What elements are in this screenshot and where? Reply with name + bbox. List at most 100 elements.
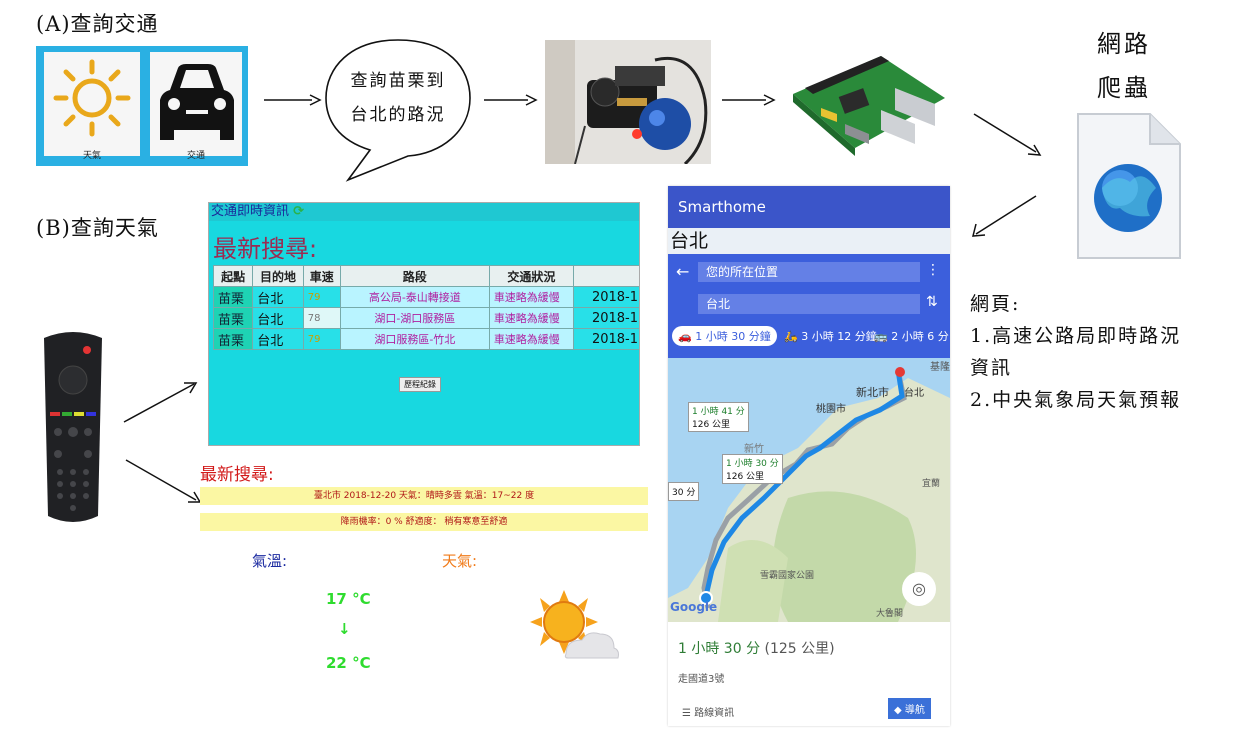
traffic-table: 起點 目的地 車速 路段 交通狀況 苗栗 台北 79 高公局-泰山轉接道 車速略… bbox=[212, 265, 639, 350]
arrow-right-3 bbox=[722, 94, 776, 106]
history-button[interactable]: 歷程紀錄 bbox=[399, 377, 441, 392]
traffic-header: 交通即時資訊 ⟳ bbox=[209, 203, 639, 221]
route-info-link[interactable]: ☰ 路線資訊 bbox=[682, 704, 734, 719]
panel-a-label: (A)查詢交通 bbox=[36, 12, 159, 36]
raspberry-pi-image bbox=[785, 48, 950, 158]
col-header: 車速 bbox=[302, 265, 341, 287]
swap-icon[interactable]: ⇅ bbox=[926, 294, 938, 310]
cell-status: 車速略為緩慢 bbox=[488, 328, 575, 350]
summary-distance: (125 公里) bbox=[764, 641, 835, 657]
cell-dest: 台北 bbox=[252, 307, 304, 329]
directions-header: ← 您的所在位置 ⋮ 台北 ⇅ 🚗 1 小時 30 分鐘 🛵 3 小時 12 分… bbox=[668, 254, 950, 358]
google-logo: Google bbox=[670, 600, 718, 614]
list-icon: ☰ bbox=[682, 708, 691, 719]
arrow-right-1 bbox=[264, 94, 322, 106]
route-summary: 1 小時 30 分 (125 公里) bbox=[678, 638, 835, 658]
crawler-label: 網路 爬蟲 bbox=[1078, 22, 1170, 110]
webpages-list: 網頁: 1.高速公路局即時路況 資訊 2.中央氣象局天氣預報 bbox=[970, 288, 1240, 416]
weather-caption: 天氣 bbox=[82, 151, 101, 161]
navigate-button[interactable]: ◆ 導航 bbox=[888, 698, 931, 719]
arrow-right-2 bbox=[484, 94, 538, 106]
arrow-to-crawler bbox=[973, 113, 1042, 156]
route-info-label: 路線資訊 bbox=[694, 708, 735, 719]
chip-moto-label: 3 小時 12 分鐘 bbox=[801, 330, 877, 343]
speech-bubble bbox=[325, 39, 471, 182]
map-label-park: 雪霸國家公園 bbox=[760, 571, 815, 581]
sunny-cloud-icon bbox=[530, 590, 619, 659]
cell-origin: 苗栗 bbox=[212, 328, 254, 350]
map-view[interactable]: 基隆 台北 新北市 桃園市 新竹 宜蘭 雪霸國家公園 大魯閣 1 小時 41 分… bbox=[668, 358, 950, 622]
more-menu-icon[interactable]: ⋮ bbox=[926, 262, 940, 278]
cell-speed: 78 bbox=[302, 307, 341, 329]
car-icon bbox=[160, 64, 234, 140]
voice-cards-photo: 天氣 交通 bbox=[36, 46, 248, 166]
col-header: 目的地 bbox=[252, 265, 304, 287]
route-left-bubble[interactable]: 30 分 bbox=[668, 482, 700, 501]
col-header: 路段 bbox=[339, 265, 490, 287]
map-label-hsinchu: 新竹 bbox=[744, 444, 764, 455]
arrow-to-weather bbox=[125, 459, 202, 503]
table-row: 苗栗 台北 79 高公局-泰山轉接道 車速略為緩慢 2018-1 bbox=[212, 286, 639, 308]
phone-screen: Smarthome 台北 ← 您的所在位置 ⋮ 台北 ⇅ 🚗 1 小時 30 分… bbox=[668, 186, 950, 726]
webpages-heading: 網頁: bbox=[970, 293, 1021, 315]
webpage-item-2: 2.中央氣象局天氣預報 bbox=[970, 389, 1182, 411]
temp-label: 氣溫: bbox=[252, 552, 288, 570]
cell-origin: 苗栗 bbox=[212, 286, 254, 308]
bus-icon: 🚌 bbox=[874, 330, 888, 343]
traffic-card: 交通 bbox=[150, 52, 242, 161]
cell-status: 車速略為緩慢 bbox=[488, 286, 575, 308]
raspberry-pi-board-icon bbox=[793, 56, 945, 156]
cell-date: 2018-1 bbox=[573, 307, 639, 329]
my-location-icon[interactable]: ◎ bbox=[902, 572, 936, 606]
traffic-caption: 交通 bbox=[186, 151, 205, 161]
motorcycle-icon: 🛵 bbox=[784, 330, 798, 343]
route-main-bubble[interactable]: 1 小時 30 分 126 公里 bbox=[722, 454, 783, 484]
col-header: 起點 bbox=[212, 265, 254, 287]
cell-speed: 79 bbox=[302, 328, 341, 350]
map-label-dalu: 大魯閣 bbox=[876, 609, 904, 619]
refresh-icon[interactable]: ⟳ bbox=[293, 204, 305, 219]
weather-card: 天氣 bbox=[44, 52, 140, 161]
route-main-time: 1 小時 30 分 bbox=[726, 459, 779, 469]
col-header bbox=[573, 265, 639, 287]
cell-date: 2018-1 bbox=[573, 328, 639, 350]
cell-road: 高公局-泰山轉接道 bbox=[339, 286, 490, 308]
summary-time: 1 小時 30 分 bbox=[678, 641, 761, 657]
speech-text: 查詢苗栗到 台北的路況 bbox=[330, 64, 466, 132]
cell-origin: 苗栗 bbox=[212, 307, 254, 329]
speech-line-2: 台北的路況 bbox=[350, 105, 446, 125]
sun-icon bbox=[53, 59, 131, 137]
crawler-line-1: 網路 bbox=[1097, 30, 1151, 58]
table-header-row: 起點 目的地 車速 路段 交通狀況 bbox=[212, 265, 639, 287]
cell-status: 車速略為緩慢 bbox=[488, 307, 575, 329]
traffic-header-text: 交通即時資訊 bbox=[211, 204, 290, 219]
webpage-item-1: 1.高速公路局即時路況 bbox=[970, 325, 1182, 347]
arrow-to-phone bbox=[972, 195, 1037, 237]
route-alt-bubble[interactable]: 1 小時 41 分 126 公里 bbox=[688, 402, 749, 432]
chip-car[interactable]: 🚗 1 小時 30 分鐘 bbox=[672, 326, 777, 346]
to-field[interactable]: 台北 bbox=[698, 294, 920, 314]
chip-transit[interactable]: 🚌 2 小時 6 分 bbox=[874, 328, 949, 344]
chip-motorcycle[interactable]: 🛵 3 小時 12 分鐘 bbox=[784, 328, 877, 344]
navigate-icon: ◆ bbox=[894, 705, 902, 716]
map-label-taipei: 台北 bbox=[904, 388, 924, 399]
temp-low: 17 °C bbox=[326, 590, 371, 608]
back-arrow-icon[interactable]: ← bbox=[676, 262, 690, 281]
weather-summary-band: 臺北市 2018-12-20 天氣：晴時多雲 氣溫：17~22 度 bbox=[200, 487, 648, 505]
col-header: 交通狀況 bbox=[488, 265, 575, 287]
from-field[interactable]: 您的所在位置 bbox=[698, 262, 920, 282]
rain-comfort-band: 降雨機率：0 % 舒適度： 稍有寒意至舒適 bbox=[200, 513, 648, 531]
traffic-title: 最新搜尋: bbox=[213, 235, 318, 263]
map-label-yilan: 宜蘭 bbox=[922, 479, 941, 489]
cell-road: 湖口-湖口服務區 bbox=[339, 307, 490, 329]
route-alt-time: 1 小時 41 分 bbox=[692, 407, 745, 417]
app-bar: Smarthome bbox=[668, 186, 950, 228]
cell-speed: 79 bbox=[302, 286, 341, 308]
weather-title: 最新搜尋: bbox=[200, 465, 274, 485]
route-via: 走國道3號 bbox=[678, 674, 725, 685]
panel-b-label: (B)查詢天氣 bbox=[36, 216, 159, 240]
cell-dest: 台北 bbox=[252, 286, 304, 308]
speech-line-1: 查詢苗栗到 bbox=[350, 71, 446, 91]
chip-transit-label: 2 小時 6 分 bbox=[891, 330, 949, 343]
cell-date: 2018-1 bbox=[573, 286, 639, 308]
